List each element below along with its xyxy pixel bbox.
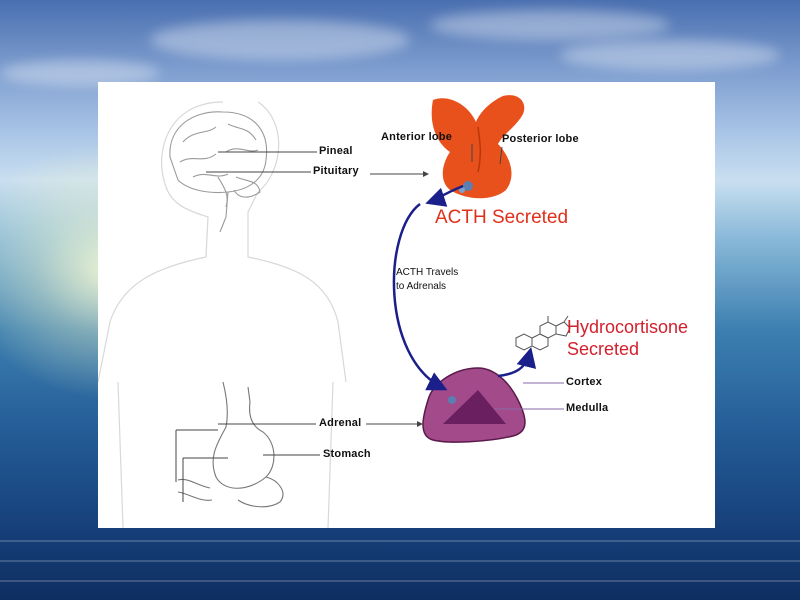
pointer-lines xyxy=(206,144,564,456)
label-cortex: Cortex xyxy=(566,376,603,388)
cloud xyxy=(560,40,780,70)
cloud xyxy=(0,60,160,86)
brain-icon xyxy=(169,111,268,233)
label-stomach: Stomach xyxy=(323,448,371,460)
acth-pathway-arrows xyxy=(392,184,537,391)
label-adrenal: Adrenal xyxy=(319,417,362,429)
hydrocortisone-molecule-icon xyxy=(515,315,571,351)
label-anterior-lobe: Anterior lobe xyxy=(381,131,453,143)
stomach-icon xyxy=(177,381,284,508)
label-hydrocortisone-secreted: Hydrocortisone Secreted xyxy=(567,316,688,360)
label-posterior-lobe: Posterior lobe xyxy=(502,133,579,145)
wave-line xyxy=(0,580,800,582)
wave-line xyxy=(0,540,800,542)
label-acth-travels-line1: ACTH Travels xyxy=(396,267,459,278)
diagram-drawing xyxy=(98,95,571,528)
label-hydrocortisone-line2: Secreted xyxy=(567,339,640,359)
adrenal-gland xyxy=(422,367,526,443)
human-silhouette xyxy=(98,101,347,528)
label-pituitary: Pituitary xyxy=(313,165,359,177)
label-pineal: Pineal xyxy=(319,145,353,157)
wave-line xyxy=(0,560,800,562)
label-acth-secreted: ACTH Secreted xyxy=(435,207,569,228)
diagram-panel: Pineal Pituitary Anterior lobe Posterior… xyxy=(98,82,715,528)
label-acth-travels-line2: to Adrenals xyxy=(396,281,447,292)
label-hydrocortisone-line1: Hydrocortisone xyxy=(567,317,689,337)
cloud xyxy=(150,20,410,60)
label-medulla: Medulla xyxy=(566,402,609,414)
label-acth-travels: ACTH Travels to Adrenals xyxy=(396,266,458,294)
pituitary-gland xyxy=(431,95,525,199)
cloud xyxy=(430,10,670,40)
organ-bracket-lines xyxy=(175,429,228,502)
